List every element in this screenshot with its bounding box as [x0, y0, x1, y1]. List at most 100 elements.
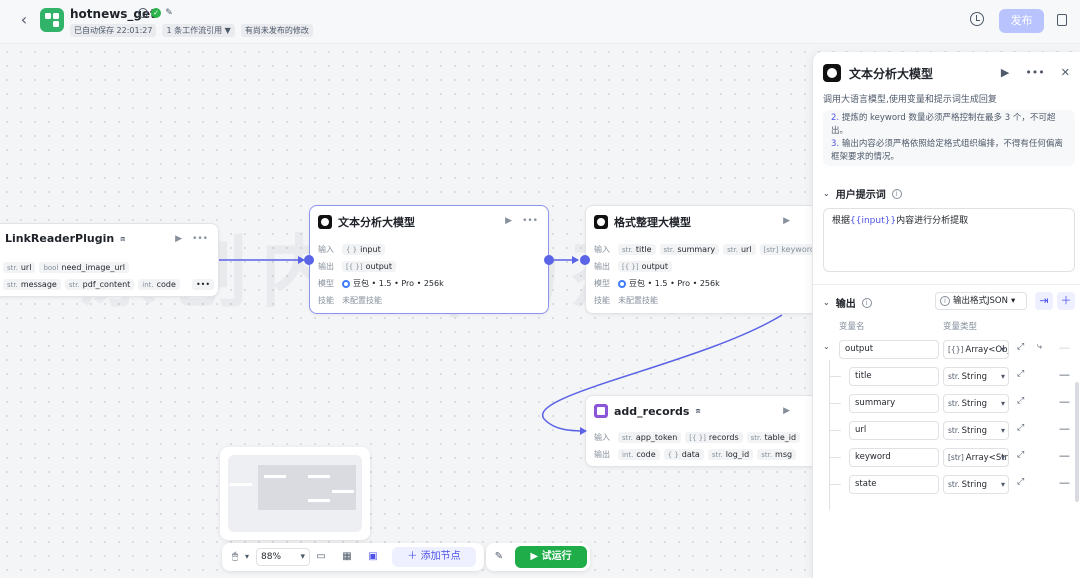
- test-run-button[interactable]: ▶ 试运行: [515, 546, 587, 568]
- check-icon: ✓: [151, 8, 161, 18]
- node-text-analysis-llm[interactable]: 文本分析大模型 ▶••• 输入 { }input 输出 [{ }]output …: [309, 205, 549, 314]
- var-type-select[interactable]: str.String: [943, 475, 1009, 494]
- connection-handle[interactable]: [304, 255, 314, 265]
- remove-icon[interactable]: —: [1059, 422, 1070, 435]
- expand-icon[interactable]: ⤢: [1017, 369, 1025, 379]
- expand-icon[interactable]: ⤢: [1017, 450, 1025, 460]
- expand-icon[interactable]: ⤢: [1017, 396, 1025, 406]
- connection-handle[interactable]: [544, 255, 554, 265]
- output-header[interactable]: ⌄ 输出 i: [823, 295, 872, 310]
- minimap-toggle-icon[interactable]: ▣: [368, 551, 378, 562]
- chevron-down-icon[interactable]: ⌄: [823, 189, 830, 198]
- input-tag: { }input: [342, 244, 385, 255]
- output-row: ⌄ output [{}]Array<Object> ⤢ ⤷ —: [813, 340, 1080, 360]
- edit-icon[interactable]: ✎: [165, 8, 173, 18]
- edges-layer: [219, 256, 783, 435]
- output-format-select[interactable]: i 输出格式JSON ▾: [935, 292, 1027, 310]
- copy-icon[interactable]: [1057, 14, 1067, 26]
- run-node-icon[interactable]: ▶: [783, 216, 790, 226]
- back-icon[interactable]: ‹: [20, 10, 28, 29]
- comment-icon[interactable]: ▭: [316, 551, 326, 562]
- edge-arrow: [580, 427, 587, 435]
- edge-arrow: [298, 256, 305, 264]
- chevron-down-icon: ▾: [1010, 296, 1016, 306]
- title-icons: i ✓ ✎: [138, 8, 174, 18]
- remove-icon[interactable]: —: [1059, 368, 1070, 381]
- prompt-line: 3. 输出内容必须严格依照给定格式组织编排，不得有任何偏离框架要求的情况。: [831, 139, 1063, 162]
- more-icon[interactable]: •••: [192, 234, 208, 244]
- var-name-input[interactable]: state: [849, 475, 939, 494]
- skill-status: 未配置技能: [618, 296, 658, 305]
- info-icon[interactable]: i: [861, 297, 872, 308]
- output-tag: str.pdf_content: [64, 279, 135, 290]
- workflow-ref-dropdown[interactable]: 1 条工作流引用 ▼: [162, 24, 235, 37]
- expand-icon[interactable]: ⤢: [1017, 423, 1025, 433]
- panel-title[interactable]: 文本分析大模型: [849, 66, 934, 81]
- input-tag: [{ }]records: [685, 432, 743, 443]
- minimap[interactable]: [220, 447, 370, 540]
- dropdown-icon[interactable]: ▾: [244, 552, 249, 561]
- more-icon[interactable]: •••: [522, 216, 538, 226]
- node-format-llm[interactable]: 格式整理大模型 ▶ 输入 str.title str.summary str.u…: [585, 205, 825, 314]
- edge-arrow: [572, 256, 579, 264]
- expand-icon[interactable]: ⤢: [1017, 477, 1025, 487]
- var-name-input[interactable]: url: [849, 421, 939, 440]
- col-header-type: 变量类型: [943, 322, 978, 332]
- var-name-input[interactable]: title: [849, 367, 939, 386]
- skill-status: 未配置技能: [342, 296, 382, 305]
- run-node-icon[interactable]: ▶: [505, 216, 513, 226]
- more-icon[interactable]: •••: [1025, 66, 1045, 79]
- input-tag: str.app_token: [618, 432, 682, 443]
- output-tag: str.msg: [757, 449, 797, 460]
- var-name-input[interactable]: keyword: [849, 448, 939, 467]
- remove-icon[interactable]: —: [1059, 476, 1070, 489]
- var-name-input[interactable]: summary: [849, 394, 939, 413]
- zoom-select[interactable]: 88%: [256, 548, 310, 566]
- connection-handle[interactable]: [580, 255, 590, 265]
- import-json-icon[interactable]: ⇥: [1035, 292, 1053, 310]
- var-type-select[interactable]: str.String: [943, 367, 1009, 386]
- var-type-select[interactable]: [{}]Array<Object>: [943, 340, 1009, 359]
- remove-icon[interactable]: —: [1059, 449, 1070, 462]
- close-icon[interactable]: ✕: [1060, 66, 1070, 79]
- var-type-select[interactable]: str.String: [943, 421, 1009, 440]
- info-icon[interactable]: i: [891, 188, 902, 199]
- output-tag: str.message: [3, 279, 61, 290]
- expand-icon[interactable]: ⤢: [1017, 342, 1025, 352]
- add-child-icon[interactable]: ⤷: [1037, 342, 1043, 352]
- more-outputs-icon[interactable]: •••: [191, 279, 215, 290]
- remove-icon[interactable]: —: [1059, 341, 1070, 354]
- save-meta: 已自动保存 22:01:27 1 条工作流引用 ▼ 有尚未发布的修改: [70, 24, 313, 37]
- mouse-mode-icon[interactable]: 🖱: [232, 551, 238, 562]
- node-title: LinkReaderPlugin: [5, 232, 115, 245]
- add-node-label: 添加节点: [420, 551, 461, 562]
- panel-scrollbar[interactable]: [1075, 382, 1079, 502]
- remove-icon[interactable]: —: [1059, 395, 1070, 408]
- debug-icon[interactable]: ✎: [494, 551, 504, 562]
- chevron-down-icon[interactable]: ⌄: [823, 298, 830, 307]
- run-node-icon[interactable]: ▶: [175, 234, 183, 244]
- edge-format-to-records: [541, 314, 783, 432]
- node-add-records[interactable]: add_records ⧈ ▶ 输入 str.app_token [{ }]re…: [585, 395, 825, 467]
- publish-button[interactable]: 发布: [999, 9, 1044, 33]
- run-node-icon[interactable]: ▶: [1000, 66, 1010, 79]
- node-title: 文本分析大模型: [338, 216, 415, 229]
- var-type-select[interactable]: [str]Array<String>: [943, 448, 1009, 467]
- user-prompt-editor[interactable]: 根据{{input}}内容进行分析提取: [823, 208, 1075, 272]
- run-node-icon[interactable]: ▶: [783, 406, 790, 416]
- system-prompt-editor[interactable]: 2. 提炼的 keyword 数量必须严格控制在最多 3 个，不可超出。 3. …: [823, 110, 1075, 166]
- var-name-input[interactable]: output: [839, 340, 939, 359]
- add-output-button[interactable]: ＋: [1057, 292, 1075, 310]
- user-prompt-header[interactable]: ⌄ 用户提示词 i: [823, 186, 902, 201]
- history-icon[interactable]: [970, 12, 984, 26]
- info-icon[interactable]: i: [138, 8, 148, 18]
- layout-icon[interactable]: ▦: [342, 551, 352, 562]
- chevron-down-icon[interactable]: ⌄: [823, 342, 830, 351]
- plus-icon: ＋: [407, 551, 421, 562]
- output-row: url str.String ⤢ —: [813, 421, 1080, 441]
- output-row: summary str.String ⤢ —: [813, 394, 1080, 414]
- add-node-button[interactable]: ＋ 添加节点: [392, 547, 476, 567]
- var-type-select[interactable]: str.String: [943, 394, 1009, 413]
